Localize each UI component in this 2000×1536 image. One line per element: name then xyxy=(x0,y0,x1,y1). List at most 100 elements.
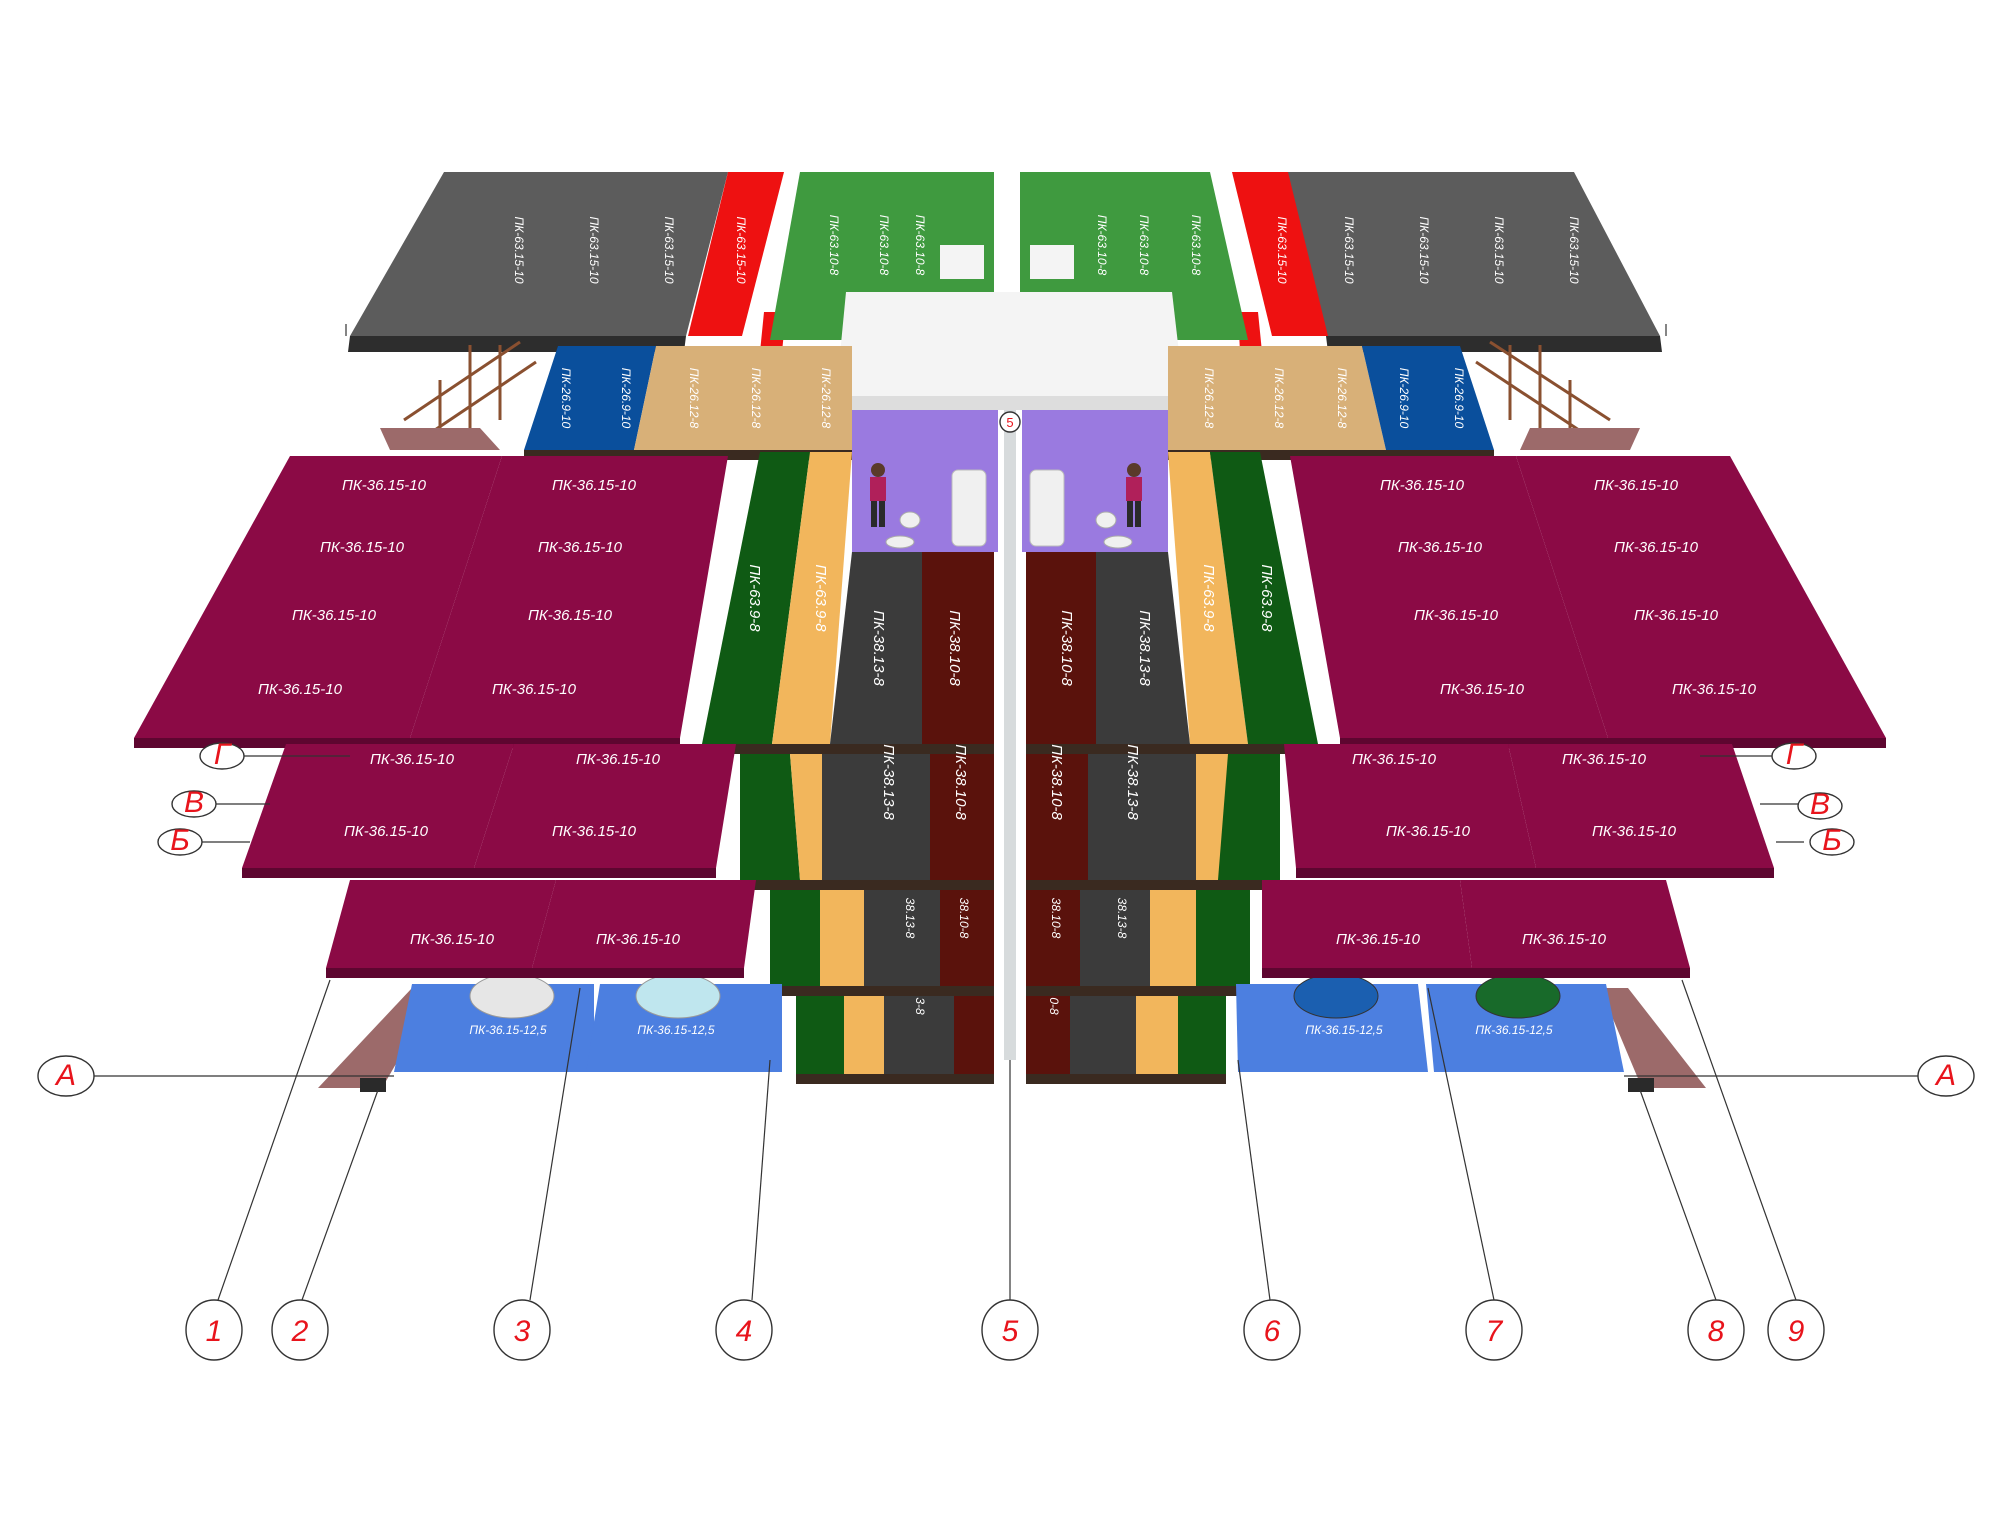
slab-tan-left-4 xyxy=(844,996,884,1074)
slab-label: ПК-38.10-8 xyxy=(952,744,969,820)
slab-red-top-right-tab xyxy=(1238,312,1262,352)
slab-gray-left-3 xyxy=(864,890,940,986)
slab-label: ПК-36.15-10 xyxy=(538,539,623,556)
car-blue-icon xyxy=(1293,973,1379,1019)
slab-label: ПК-36.15-10 xyxy=(292,607,377,624)
slab-label: ПК-36.15-10 xyxy=(1594,477,1679,494)
slab-green-left-2 xyxy=(740,754,800,880)
slab-blue-top-right xyxy=(1362,346,1494,450)
axis-column-label: 1 xyxy=(206,1315,223,1348)
slab-label: ПК-26.12-8 xyxy=(749,368,763,429)
slab-green-right-4 xyxy=(1178,996,1226,1074)
slab-label: ПК-36.15-10 xyxy=(1592,823,1677,840)
slab-green-right-3 xyxy=(1196,890,1250,986)
slab-maroon-large-2 xyxy=(410,456,728,738)
slab-brown-vertical-right xyxy=(1026,552,1096,744)
axis-row-label: В xyxy=(184,786,204,819)
slab-label: 38.13-8 xyxy=(903,898,917,939)
slab-label: ПК-36.15-10 xyxy=(344,823,429,840)
slab-label: ПК-26.12-8 xyxy=(819,368,833,429)
toilet-left-icon xyxy=(899,511,921,529)
leader-col-1 xyxy=(217,979,331,1301)
slab-maroon-low-4-edge xyxy=(1472,968,1690,978)
strip-edge-left-1 xyxy=(702,744,994,754)
slab-tan-left-3 xyxy=(820,890,864,986)
slab-label: ПК-36.15-12,5 xyxy=(1475,1023,1552,1037)
slab-tan-right-4 xyxy=(1136,996,1178,1074)
slab-label: ПК-63.15-10 xyxy=(1417,216,1431,283)
slab-label: ПК-63.15-10 xyxy=(1275,216,1289,283)
strip-edge-left-3 xyxy=(770,986,994,996)
opening-right xyxy=(1030,245,1074,279)
slab-gray-right-3 xyxy=(1080,890,1150,986)
axis-column-label: 8 xyxy=(1708,1315,1725,1348)
slab-label: ПК-63.15-10 xyxy=(1567,216,1581,283)
slab-maroon-mid-3-edge xyxy=(1296,868,1536,878)
slab-maroon-low-3-edge xyxy=(1262,968,1472,978)
axis-row-B-right: Б xyxy=(1809,824,1855,857)
slab-brown-left-3 xyxy=(940,890,994,986)
slab-label: 38.10-8 xyxy=(1049,898,1063,939)
car-glass-icon xyxy=(635,973,721,1019)
axis-row-label: А xyxy=(1934,1059,1956,1092)
slab-maroon-mid-1-edge xyxy=(242,868,474,878)
slab-gray-right-2 xyxy=(1088,754,1196,880)
person-left-icon xyxy=(870,463,886,527)
slab-label: ПК-36.15-10 xyxy=(258,681,343,698)
slab-label: ПК-36.15-12,5 xyxy=(1305,1023,1382,1037)
slab-tan-left-2 xyxy=(790,754,822,880)
slab-label: ПК-38.13-8 xyxy=(870,610,887,686)
slab-label: ПК-36.15-10 xyxy=(1386,823,1471,840)
slab-green-left-4 xyxy=(796,996,844,1074)
slab-label: ПК-36.15-10 xyxy=(1336,931,1421,948)
leader-col-2 xyxy=(301,1089,379,1301)
slab-label: ПК-36.15-10 xyxy=(1522,931,1607,948)
slab-brown-right-4 xyxy=(1026,996,1070,1074)
slab-gray-top-right xyxy=(1284,172,1660,336)
slab-label: ПК-36.15-10 xyxy=(320,539,405,556)
slab-label: ПК-38.13-8 xyxy=(1124,744,1141,820)
slab-label: ПК-63.15-10 xyxy=(734,216,748,283)
axis-column-label: 6 xyxy=(1264,1315,1281,1348)
maroon-slab-labels: ПК-36.15-10 ПК-36.15-10 ПК-36.15-10 ПК-3… xyxy=(258,477,1757,948)
bathtub-right xyxy=(1029,469,1065,547)
car-white-icon xyxy=(469,973,555,1019)
leader-col-7 xyxy=(1427,987,1495,1301)
strip-edge-right-1 xyxy=(1026,744,1318,754)
slab-label: ПК-26.9-10 xyxy=(1397,368,1411,429)
axis-column-4: 4 xyxy=(715,1299,773,1361)
slab-label: ПК-26.12-8 xyxy=(1202,368,1216,429)
slab-beige-top-left xyxy=(634,346,852,450)
slab-maroon-mid-4-edge xyxy=(1536,868,1774,878)
second-tier: ПК-26.9-10 ПК-26.9-10 ПК-26.12-8 ПК-26.1… xyxy=(380,340,1640,1060)
axis-column-label: 2 xyxy=(291,1315,309,1348)
strip-edge-right-4 xyxy=(1026,1074,1226,1084)
slab-gray-vertical-left xyxy=(830,552,922,744)
slab-label: ПК-36.15-10 xyxy=(410,931,495,948)
brick-wall-left-top xyxy=(380,428,500,450)
slab-label: ПК-36.15-10 xyxy=(552,823,637,840)
leader-col-6 xyxy=(1237,1059,1271,1301)
strip-edge-right-2 xyxy=(1026,880,1280,890)
axis-column-9: 9 xyxy=(1767,1299,1825,1361)
slab-label: ПК-36.15-10 xyxy=(492,681,577,698)
slab-label: 38.10-8 xyxy=(957,898,971,939)
brick-wall-right-base xyxy=(1628,1078,1654,1092)
slab-brown-vertical-left xyxy=(922,552,994,744)
axis-column-label: 7 xyxy=(1486,1315,1504,1348)
axis-row-V-left: В xyxy=(171,786,217,819)
slab-tan-vertical-right xyxy=(1168,452,1248,744)
top-level: ПК-63.15-10 ПК-63.15-10 ПК-63.15-10 ПК-6… xyxy=(345,172,1667,410)
brick-wall-right xyxy=(1600,988,1706,1088)
slab-green-left-3 xyxy=(770,890,820,986)
slab-green-right-2 xyxy=(1218,754,1280,880)
slab-label: ПК-63.15-10 xyxy=(512,216,526,283)
slab-red-top-right xyxy=(1232,172,1328,336)
slab-maroon-low-3 xyxy=(1262,880,1472,968)
ground-level: ПК-36.15-12,5 ПК-36.15-12,5 ПК-36.15-12,… xyxy=(318,973,1706,1092)
slab-label: ПК-63.10-8 xyxy=(827,215,841,276)
slab-blue-light-3 xyxy=(1236,984,1428,1072)
slab-label: ПК-26.9-10 xyxy=(559,368,573,429)
